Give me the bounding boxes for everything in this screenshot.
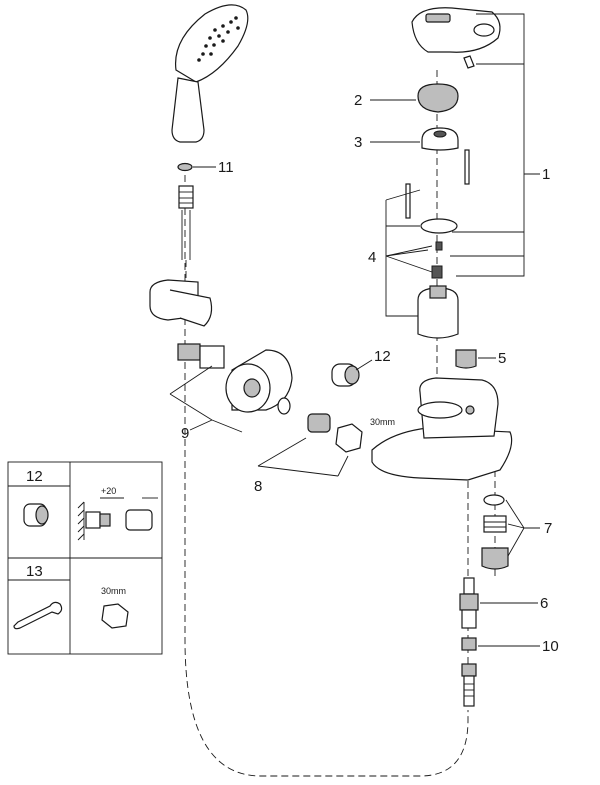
callout-3: 3 <box>354 134 362 151</box>
diverter-spindle <box>459 577 479 629</box>
threaded-ring <box>420 218 458 234</box>
callout-5: 5 <box>498 350 506 367</box>
legend-nut-icon <box>101 603 129 629</box>
mixing-cartridge <box>417 285 459 339</box>
rosette-seal <box>277 397 291 415</box>
callout-10: 10 <box>542 638 559 655</box>
mixer-body <box>371 377 513 481</box>
fixing-screw-left <box>405 183 411 219</box>
washer-11 <box>177 162 193 172</box>
cartridge-adapter <box>421 127 459 151</box>
callout-12: 12 <box>374 348 391 365</box>
legend-nut-size: 30mm <box>101 586 126 596</box>
legend-wrench-icon <box>13 601 63 630</box>
callout-6: 6 <box>540 595 548 612</box>
callout-9: 9 <box>181 425 189 442</box>
extension-nipple <box>331 363 360 387</box>
hose-connector <box>461 663 477 707</box>
legend-item-13-number: 13 <box>26 563 43 580</box>
cartridge-pin <box>435 241 443 251</box>
lever-handle <box>411 7 501 53</box>
callout-2: 2 <box>354 92 362 109</box>
callout-4: 4 <box>368 249 376 266</box>
callout-8: 8 <box>254 478 262 495</box>
callout-11: 11 <box>218 159 234 176</box>
shower-hose <box>178 185 194 260</box>
cover-cap <box>417 83 459 113</box>
legend-extension-install-icon <box>77 497 158 541</box>
legend-panel <box>7 461 163 655</box>
nut-size-label: 30mm <box>370 417 395 427</box>
wall-rosette <box>225 349 293 413</box>
aerator-insert <box>483 515 507 533</box>
callout-1: 1 <box>542 166 550 183</box>
callout-7: 7 <box>544 520 552 537</box>
fixing-screw-right <box>464 149 470 185</box>
s-union-connector <box>307 413 363 453</box>
aerator-housing <box>481 547 509 570</box>
aerator-washer <box>483 494 505 506</box>
handle-screw <box>463 55 475 69</box>
wall-elbow-connector <box>177 343 225 369</box>
diverter-nut <box>461 637 477 651</box>
assembly-path-line <box>184 175 469 777</box>
legend-extension-nipple-icon <box>23 503 49 527</box>
stop-cap <box>455 349 477 369</box>
mixer-inlet-center <box>465 405 475 415</box>
legend-dimension-label: +20 <box>101 486 116 496</box>
hand-shower <box>171 4 249 143</box>
cartridge-bushing <box>431 265 443 279</box>
legend-item-12-number: 12 <box>26 468 43 485</box>
shower-wall-holder <box>149 279 213 327</box>
